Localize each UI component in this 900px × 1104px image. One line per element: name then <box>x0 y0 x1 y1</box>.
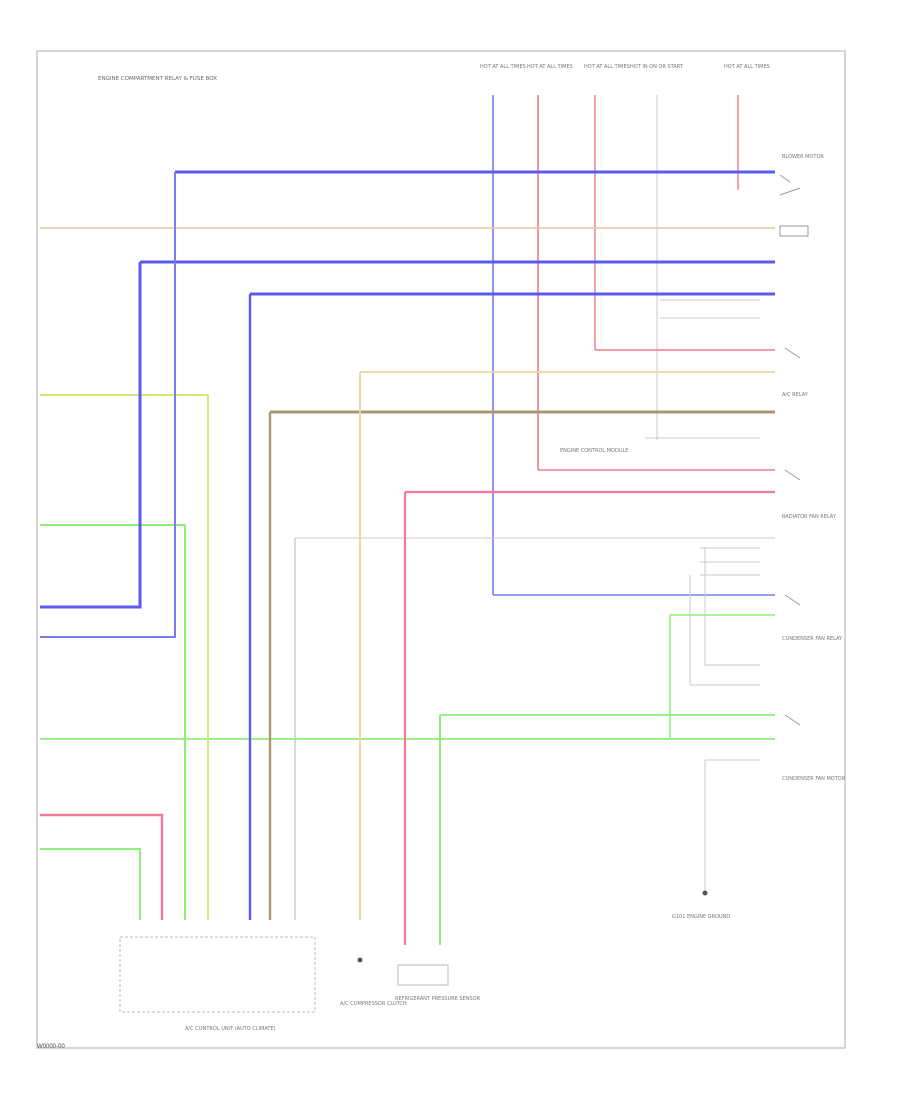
right-block-label: RADIATOR FAN RELAY <box>782 514 837 520</box>
right-block-label: BLOWER MOTOR <box>782 154 824 160</box>
ground-label: G101 ENGINE GROUND <box>672 914 730 920</box>
pink-wire <box>40 813 164 920</box>
fuse-label: HOT AT ALL TIMES <box>480 64 526 70</box>
pressure-sensor-box <box>397 964 449 986</box>
left-wires <box>40 172 441 945</box>
blue-wire <box>40 172 176 638</box>
right-block-label: CONDENSER FAN MOTOR <box>782 776 846 782</box>
pressure-sensor-label: REFRIGERANT PRESSURE SENSOR <box>395 996 481 1002</box>
fuse-feeders: HOT AT ALL TIMES HOT AT ALL TIMES HOT AT… <box>480 64 770 595</box>
compressor-clutch-symbol <box>357 957 363 963</box>
green-wire <box>40 848 141 920</box>
blue-wire <box>40 262 142 609</box>
green-wire <box>40 524 186 920</box>
fuse-label: HOT AT ALL TIMES <box>527 64 573 70</box>
frame <box>36 50 846 1049</box>
yellow-green-wire <box>40 394 209 920</box>
ac-control-unit-box <box>119 936 316 1013</box>
right-block-label: A/C RELAY <box>782 392 809 398</box>
page-label: W0000-00 <box>37 1044 65 1050</box>
fuse-label: HOT AT ALL TIMES <box>724 64 770 70</box>
fuse-label: HOT IN ON OR START <box>630 64 684 70</box>
horizontal-wires <box>40 170 775 740</box>
relay-wiring <box>645 299 760 890</box>
fuse-label: HOT AT ALL TIMES <box>584 64 630 70</box>
relay-symbols <box>779 174 809 726</box>
ecm-label: ENGINE CONTROL MODULE <box>560 448 628 454</box>
top-left-block-label: ENGINE COMPARTMENT RELAY & FUSE BOX <box>98 76 217 82</box>
ground-symbol <box>702 890 708 896</box>
ac-control-unit-label: A/C CONTROL UNIT (AUTO CLIMATE) <box>185 1026 276 1032</box>
compressor-label: A/C COMPRESSOR CLUTCH <box>340 1001 407 1007</box>
right-block-label: CONDENSER FAN RELAY <box>782 636 843 642</box>
